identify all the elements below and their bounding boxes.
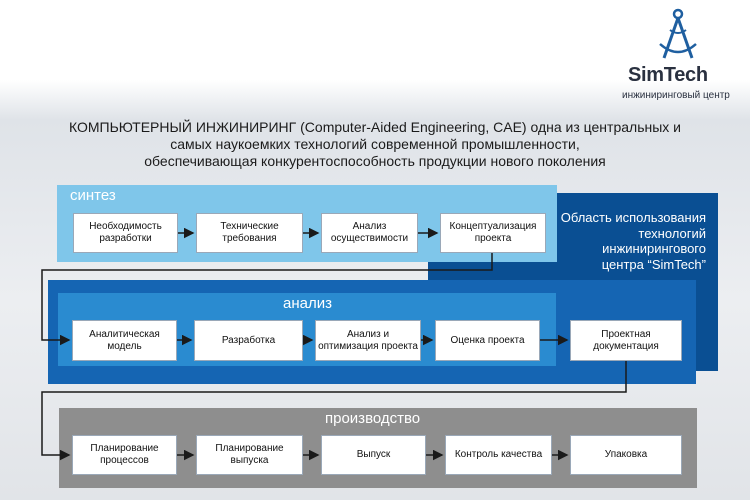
step-project-evaluation: Оценка проекта [435, 320, 540, 361]
headline-line: обеспечивающая конкурентоспособность про… [144, 153, 606, 169]
analysis-title: анализ [283, 295, 332, 312]
step-output: Выпуск [321, 435, 426, 475]
step-project-documentation: Проектная документация [570, 320, 682, 361]
step-technical-requirements: Технические требования [196, 213, 303, 253]
step-development: Разработка [194, 320, 303, 361]
headline-line: самых наукоемких технологий современной … [170, 136, 580, 152]
region-label: Область использования технологий инжинир… [560, 210, 706, 272]
step-project-conceptualization: Концептуализация проекта [440, 213, 546, 253]
step-analysis-optimization: Анализ и оптимизация проекта [315, 320, 421, 361]
step-quality-control: Контроль качества [445, 435, 552, 475]
step-analytical-model: Аналитическая модель [72, 320, 177, 361]
step-output-planning: Планирование выпуска [196, 435, 303, 475]
logo-subtitle: инжиниринговый центр [622, 90, 730, 101]
step-need-for-development: Необходимость разработки [73, 213, 178, 253]
step-feasibility-analysis: Анализ осуществимости [321, 213, 418, 253]
step-packaging: Упаковка [570, 435, 682, 475]
production-title: производство [325, 410, 421, 427]
synthesis-title: синтез [70, 187, 116, 204]
logo-name: SimTech [628, 64, 708, 86]
step-process-planning: Планирование процессов [72, 435, 177, 475]
simtech-logo-compass-icon [659, 8, 697, 59]
headline: КОМПЬЮТЕРНЫЙ ИНЖИНИРИНГ (Computer-Aided … [20, 119, 730, 170]
headline-line: КОМПЬЮТЕРНЫЙ ИНЖИНИРИНГ (Computer-Aided … [68, 119, 681, 135]
